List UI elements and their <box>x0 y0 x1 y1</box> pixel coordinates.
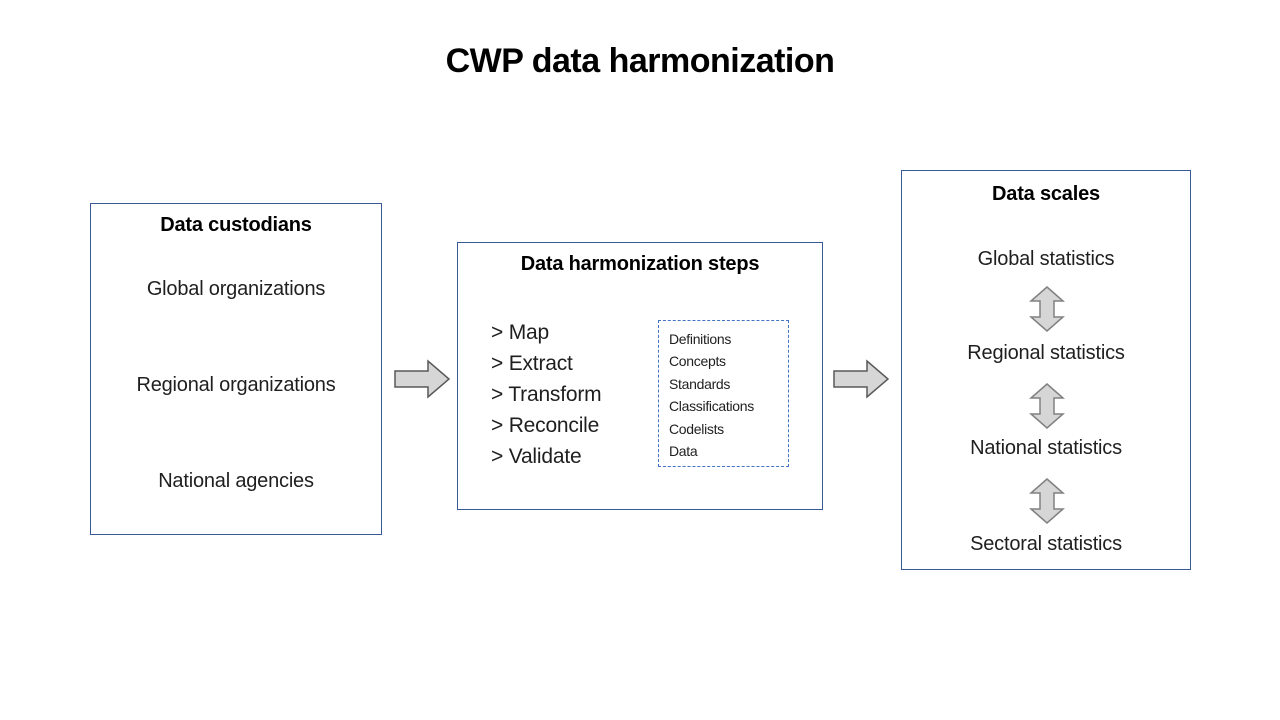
scale-item-national: National statistics <box>970 437 1122 459</box>
data-scales-box: Data scales Global statistics Regional s… <box>901 170 1191 570</box>
artifacts-box: Definitions Concepts Standards Classific… <box>658 320 789 467</box>
custodian-item-global: Global organizations <box>146 278 326 300</box>
artifact-codelists: Codelists <box>669 420 724 437</box>
step-transform: > Transform <box>491 383 602 406</box>
up-down-arrow-icon <box>1029 286 1065 332</box>
scale-item-sectoral: Sectoral statistics <box>970 533 1122 555</box>
custodian-item-regional: Regional organizations <box>136 374 336 396</box>
right-arrow-icon <box>833 359 889 399</box>
up-down-arrow-icon <box>1029 383 1065 429</box>
data-scales-title: Data scales <box>992 183 1100 205</box>
right-arrow-icon <box>394 359 450 399</box>
artifact-concepts: Concepts <box>669 353 726 370</box>
artifact-data: Data <box>669 443 698 460</box>
page-title: CWP data harmonization <box>445 42 835 80</box>
custodian-item-national: National agencies <box>158 470 314 492</box>
harmonization-steps-title: Data harmonization steps <box>520 253 760 275</box>
artifact-definitions: Definitions <box>669 331 732 347</box>
scale-item-regional: Regional statistics <box>967 342 1125 364</box>
step-reconcile: > Reconcile <box>491 414 600 437</box>
scale-item-global: Global statistics <box>977 248 1115 270</box>
step-validate: > Validate <box>491 445 582 468</box>
artifact-classifications: Classifications <box>669 398 754 415</box>
harmonization-steps-box: Data harmonization steps > Map > Extract… <box>457 242 823 510</box>
step-extract: > Extract <box>491 352 573 375</box>
step-map: > Map <box>491 321 549 344</box>
harmonization-steps-list: > Map > Extract > Transform > Reconcile … <box>491 317 602 472</box>
up-down-arrow-icon <box>1029 478 1065 524</box>
artifact-standards: Standards <box>669 375 731 392</box>
data-custodians-title: Data custodians <box>160 214 312 236</box>
data-custodians-box: Data custodians Global organizations Reg… <box>90 203 382 535</box>
